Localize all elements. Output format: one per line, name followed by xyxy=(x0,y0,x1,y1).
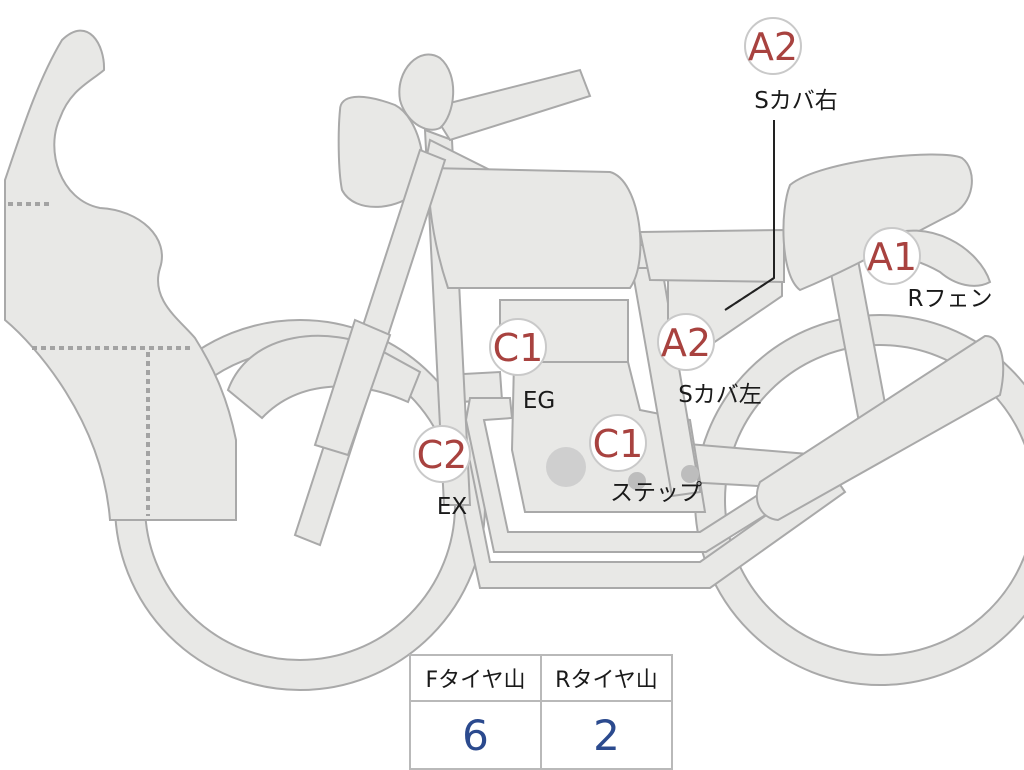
badge-c1-eg[interactable]: C1 EG xyxy=(489,318,555,414)
fairing-panel-line-lower xyxy=(32,346,192,516)
table-value-row: 6 2 xyxy=(409,700,673,770)
tank xyxy=(426,166,642,289)
rear-tire-header: Rタイヤ山 xyxy=(540,654,673,702)
rear-tail-cowl xyxy=(638,228,785,284)
badge-code: C2 xyxy=(417,433,468,477)
seat xyxy=(782,153,973,292)
table-header-row: Fタイヤ山 Rタイヤ山 xyxy=(409,654,673,702)
front-tire-value: 6 xyxy=(409,700,542,770)
fork-guard xyxy=(313,318,392,457)
front-tire-header: Fタイヤ山 xyxy=(409,654,542,702)
step-peg-left xyxy=(628,472,646,490)
badge-a2-right[interactable]: A2 Sカバ右 xyxy=(744,17,838,114)
badge-code: A2 xyxy=(748,25,798,69)
muffler xyxy=(755,334,1005,522)
badge-code: A1 xyxy=(867,235,917,279)
badge-c2[interactable]: C2 EX xyxy=(413,425,471,520)
mirror xyxy=(398,53,455,131)
badge-code: C1 xyxy=(493,326,544,370)
badge-label: Rフェン xyxy=(908,286,993,312)
badge-label: EX xyxy=(437,494,468,520)
handlebar xyxy=(428,68,592,142)
badge-label: Sカバ右 xyxy=(754,88,838,114)
step-peg-right xyxy=(681,465,699,483)
badge-label: Sカバ左 xyxy=(678,382,762,408)
badge-code: C1 xyxy=(593,422,644,466)
tire-tread-table: Fタイヤ山 Rタイヤ山 6 2 xyxy=(409,654,673,770)
badge-c1-step[interactable]: C1 ステップ xyxy=(589,414,702,506)
badge-label: ステップ xyxy=(610,480,702,506)
exhaust-pipe-inner xyxy=(464,397,814,553)
badge-label: EG xyxy=(523,388,555,414)
badge-code: A2 xyxy=(661,321,711,365)
badge-a2-left[interactable]: A2 Sカバ左 xyxy=(657,313,762,408)
badge-a1[interactable]: A1 Rフェン xyxy=(863,227,993,312)
front-fairing xyxy=(4,29,237,521)
rear-tire-value: 2 xyxy=(540,700,673,770)
